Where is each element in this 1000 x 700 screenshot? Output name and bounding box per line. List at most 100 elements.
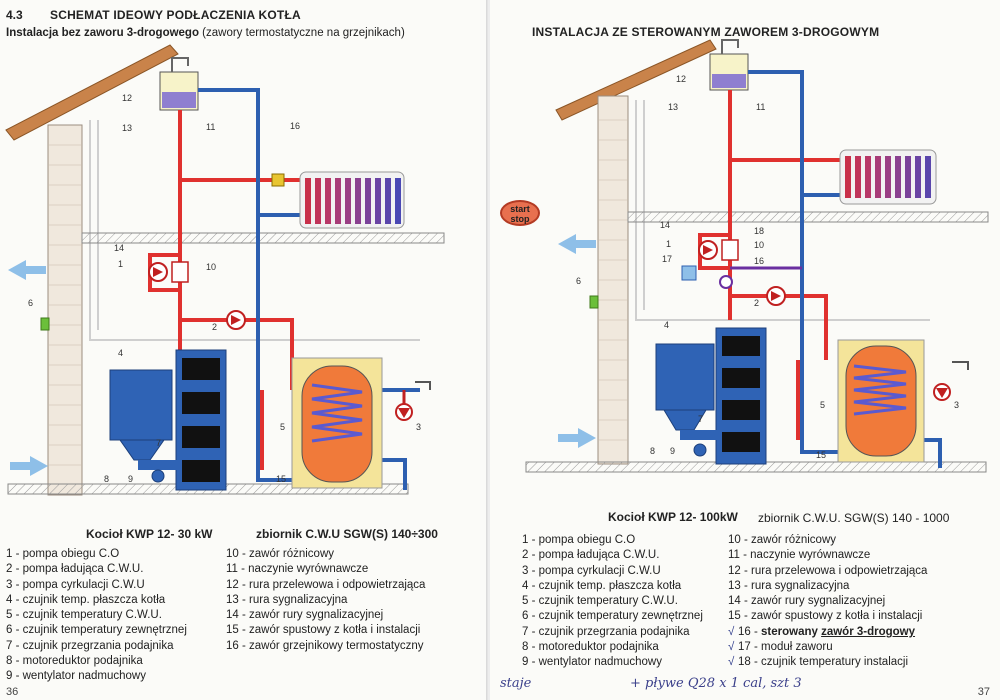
- valve-module-17: [681, 265, 697, 281]
- hot-water-tank: [291, 357, 383, 489]
- subtitle-bold: Instalacja bez zaworu 3-drogowego: [6, 27, 199, 39]
- legend-item: 11 - naczynie wyrównawcze: [728, 549, 871, 562]
- right-legend-col1: 1 - pompa obiegu C.O 2 - pompa ładująca …: [522, 533, 703, 671]
- legend-item: 9 - wentylator nadmuchowy: [522, 656, 662, 669]
- label-7: 7: [698, 414, 703, 424]
- subtitle-rest: (zawory termostatyczne na grzejnikach): [198, 27, 405, 39]
- outflow-arrow: [8, 260, 46, 280]
- differential-valve: [721, 239, 739, 261]
- legend-item: 14 - zawór rury sygnalizacyjnej: [728, 595, 886, 608]
- label-14: 14: [114, 243, 124, 253]
- legend-item: 5 - czujnik temperatury C.W.U.: [522, 595, 678, 608]
- label-1: 1: [118, 259, 123, 269]
- label-11: 11: [206, 122, 215, 132]
- label-13: 13: [668, 102, 678, 112]
- right-title: INSTALACJA ZE STEROWANYM ZAWOREM 3-DROGO…: [532, 25, 880, 39]
- vent-hook: [721, 39, 739, 54]
- legend-item-17: √17 - moduł zaworu: [728, 641, 833, 654]
- label-2: 2: [754, 298, 759, 308]
- label-6: 6: [28, 298, 33, 308]
- label-15: 15: [276, 474, 286, 484]
- floor-slab: [81, 232, 445, 244]
- label-1: 1: [666, 239, 671, 249]
- legend-item: 6 - czujnik temperatury zewnętrznej: [6, 624, 187, 637]
- tap-icon: [415, 381, 431, 390]
- label-11: 11: [756, 102, 765, 112]
- legend-item: 9 - wentylator nadmuchowy: [6, 670, 146, 683]
- vent-hook: [171, 57, 189, 72]
- left-caption-tank: zbiornik C.W.U SGW(S) 140÷300: [256, 527, 438, 541]
- fuel-hopper: [109, 369, 178, 470]
- label-4: 4: [118, 348, 123, 358]
- inflow-arrow: [558, 428, 596, 448]
- right-page-number: 37: [977, 686, 990, 698]
- legend-item-18: √18 - czujnik temperatury instalacji: [728, 656, 909, 669]
- label-10: 10: [206, 262, 216, 272]
- handwritten-note-2: + pływe Q28 x 1 cal, szt 3: [630, 676, 802, 691]
- inflow-arrow: [10, 456, 48, 476]
- label-5: 5: [280, 422, 285, 432]
- legend-item: 4 - czujnik temp. płaszcza kotła: [6, 593, 166, 606]
- outflow-arrow: [558, 234, 596, 254]
- legend-item: 5 - czujnik temperatury C.W.U.: [6, 609, 162, 622]
- legend-item: 10 - zawór różnicowy: [226, 548, 335, 560]
- legend-item: 13 - rura sygnalizacyjna: [226, 593, 348, 606]
- tap-icon: [952, 361, 969, 370]
- legend-item-16: √16 - sterowany zawór 3-drogowy: [728, 625, 916, 638]
- expansion-tank-water: [162, 92, 196, 108]
- legend-item: 4 - czujnik temp. płaszcza kotła: [522, 579, 682, 592]
- legend-item: 1 - pompa obiegu C.O: [6, 548, 120, 560]
- legend-item: 12 - rura przelewowa i odpowietrzająca: [728, 564, 928, 577]
- label-9: 9: [670, 446, 675, 456]
- label-13: 13: [122, 123, 132, 133]
- left-page-number: 36: [6, 686, 19, 698]
- book-gutter: [486, 0, 492, 700]
- label-3: 3: [954, 400, 959, 410]
- right-caption-boiler: Kocioł KWP 12- 100kW: [608, 510, 738, 524]
- legend-item: 10 - zawór różnicowy: [728, 534, 837, 546]
- roof: [555, 39, 717, 121]
- brick-pattern: [598, 119, 628, 441]
- label-12: 12: [122, 93, 132, 103]
- expansion-tank-water: [712, 74, 746, 88]
- legend-item: 15 - zawór spustowy z kotła i instalacji: [728, 610, 923, 623]
- left-page: 4.3 SCHEMAT IDEOWY PODŁACZENIA KOTŁA Ins…: [0, 0, 489, 700]
- fuel-hopper: [655, 343, 718, 440]
- legend-item: 3 - pompa cyrkulacji C.W.U: [6, 578, 145, 591]
- floor-slab: [627, 211, 989, 223]
- label-10: 10: [754, 240, 764, 250]
- boiler: [715, 327, 767, 465]
- legend-item: 1 - pompa obiegu C.O: [522, 534, 636, 546]
- legend-item: 12 - rura przelewowa i odpowietrzająca: [226, 578, 426, 591]
- legend-item: 8 - motoreduktor podajnika: [522, 641, 659, 654]
- label-2: 2: [212, 322, 217, 332]
- label-4: 4: [664, 320, 669, 330]
- label-8: 8: [104, 474, 109, 484]
- label-8: 8: [650, 446, 655, 456]
- legend-item: 7 - czujnik przegrzania podajnika: [6, 639, 174, 652]
- legend-item: 3 - pompa cyrkulacji C.W.U: [522, 564, 661, 577]
- legend-item: 2 - pompa ładująca C.W.U.: [6, 563, 144, 576]
- roof: [5, 44, 179, 141]
- radiator: [299, 171, 405, 229]
- brick-wall: [47, 124, 83, 496]
- brick-pattern: [48, 144, 82, 466]
- label-17: 17: [662, 254, 672, 264]
- right-legend-col2: 10 - zawór różnicowy 11 - naczynie wyrów…: [728, 533, 927, 671]
- label-18: 18: [754, 226, 764, 236]
- left-legend-col2: 10 - zawór różnicowy 11 - naczynie wyrów…: [226, 547, 425, 654]
- left-legend-col1: 1 - pompa obiegu C.O 2 - pompa ładująca …: [6, 547, 187, 685]
- label-12: 12: [676, 74, 686, 84]
- right-heating-diagram: 12 13 11 14 18 1 10 17 16 6 2 4 7 5 3 8 …: [525, 39, 989, 473]
- outdoor-sensor-6: [589, 295, 599, 309]
- label-9: 9: [128, 474, 133, 484]
- label-15: 15: [816, 450, 826, 460]
- three-way-valve-16: [719, 275, 733, 289]
- label-7: 7: [156, 438, 161, 448]
- signal-pipe-outline: [89, 120, 420, 341]
- radiator: [839, 149, 937, 205]
- fan-9-icon: [151, 469, 165, 483]
- hot-water-tank: [837, 339, 925, 463]
- legend-item: 8 - motoreduktor podajnika: [6, 655, 143, 668]
